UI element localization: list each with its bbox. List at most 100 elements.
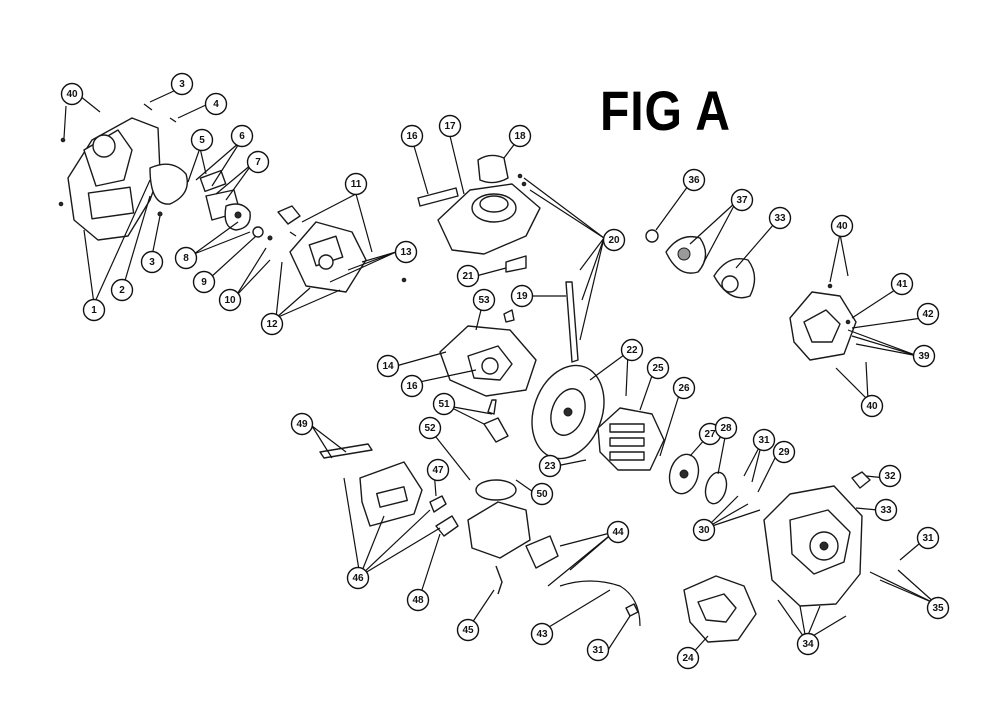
callout-bubble <box>772 440 796 464</box>
callout-5: 5 <box>190 128 214 152</box>
callout-bubble <box>190 128 214 152</box>
part-starter-pulley <box>645 229 756 299</box>
callout-bubble <box>796 632 820 656</box>
callout-number: 14 <box>382 361 394 372</box>
callout-bubble <box>878 464 902 488</box>
part-rod <box>517 173 579 363</box>
callout-bubble <box>246 150 270 174</box>
callout-number: 13 <box>400 247 412 258</box>
callout-bubble <box>530 482 554 506</box>
callout-50: 50 <box>530 482 554 506</box>
callout-21: 21 <box>456 264 480 288</box>
part-clutch <box>668 453 728 505</box>
callout-bubble <box>874 498 898 522</box>
callout-16: 16 <box>400 124 424 148</box>
callout-number: 28 <box>720 423 732 434</box>
part-housing-left <box>58 117 188 241</box>
callout-number: 9 <box>201 277 207 288</box>
callout-number: 44 <box>612 527 624 538</box>
part-carb-body <box>467 479 559 595</box>
callout-bubble <box>912 344 936 368</box>
callout-number: 8 <box>183 253 189 264</box>
callout-bubble <box>140 250 164 274</box>
callout-number: 36 <box>688 175 700 186</box>
part-top-shroud <box>417 154 541 273</box>
callout-bubble <box>508 124 532 148</box>
callout-number: 49 <box>296 419 308 430</box>
callout-bubble <box>346 566 370 590</box>
callout-31: 31 <box>752 428 776 452</box>
callout-40: 40 <box>860 394 884 418</box>
callout-number: 31 <box>592 645 604 656</box>
part-cable <box>559 580 641 627</box>
callout-bubble <box>646 356 670 380</box>
callout-number: 2 <box>119 285 125 296</box>
callout-bubble <box>218 288 242 312</box>
callout-number: 4 <box>213 99 219 110</box>
callout-number: 31 <box>758 435 770 446</box>
callout-bubble <box>438 114 462 138</box>
callout-number: 31 <box>922 533 934 544</box>
callout-number: 40 <box>866 401 878 412</box>
callout-35: 35 <box>926 596 950 620</box>
callout-31: 31 <box>916 526 940 550</box>
callout-bubble <box>916 526 940 550</box>
part-air-filter <box>319 443 459 537</box>
callout-53: 53 <box>472 288 496 312</box>
callout-bubble <box>230 124 254 148</box>
callout-4: 4 <box>204 92 228 116</box>
callout-number: 1 <box>91 305 97 316</box>
callout-number: 17 <box>444 121 456 132</box>
part-screws-top <box>143 103 177 217</box>
callout-bubble <box>586 638 610 662</box>
callout-number: 33 <box>774 213 786 224</box>
callout-bubble <box>926 596 950 620</box>
callout-32: 32 <box>878 464 902 488</box>
callout-number: 43 <box>536 629 548 640</box>
callout-number: 32 <box>884 471 896 482</box>
callout-number: 34 <box>802 639 814 650</box>
callout-30: 30 <box>692 518 716 542</box>
callout-41: 41 <box>890 272 914 296</box>
callout-bubble <box>192 270 216 294</box>
callout-13: 13 <box>394 240 418 264</box>
callout-37: 37 <box>730 188 754 212</box>
callout-number: 19 <box>516 291 528 302</box>
callout-19: 19 <box>510 284 534 308</box>
callout-bubble <box>860 394 884 418</box>
callout-bubble <box>538 454 562 478</box>
callout-number: 53 <box>478 295 490 306</box>
callout-1: 1 <box>82 298 106 322</box>
callout-3: 3 <box>170 72 194 96</box>
callout-number: 35 <box>932 603 944 614</box>
callout-bubble <box>830 214 854 238</box>
callout-number: 46 <box>352 573 364 584</box>
part-cluster-5-10 <box>199 169 273 241</box>
part-engine-block <box>597 407 665 471</box>
callout-40: 40 <box>830 214 854 238</box>
callout-47: 47 <box>426 458 450 482</box>
callout-bubble <box>204 92 228 116</box>
callout-number: 50 <box>536 489 548 500</box>
callout-bubble <box>676 646 700 670</box>
callout-bubble <box>752 428 776 452</box>
callout-14: 14 <box>376 354 400 378</box>
callout-bubble <box>456 618 480 642</box>
callout-8: 8 <box>174 246 198 270</box>
callout-33: 33 <box>874 498 898 522</box>
callout-number: 33 <box>880 505 892 516</box>
callout-bubble <box>714 416 738 440</box>
callout-number: 45 <box>462 625 474 636</box>
callout-number: 22 <box>626 345 638 356</box>
callout-bubble <box>406 588 430 612</box>
callout-bubble <box>418 416 442 440</box>
part-bracket <box>483 399 509 443</box>
callout-number: 11 <box>351 179 362 190</box>
callout-33: 33 <box>768 206 792 230</box>
callout-number: 52 <box>424 423 436 434</box>
callout-24: 24 <box>676 646 700 670</box>
callout-number: 30 <box>698 525 710 536</box>
callout-number: 40 <box>66 89 78 100</box>
callout-number: 27 <box>704 429 716 440</box>
